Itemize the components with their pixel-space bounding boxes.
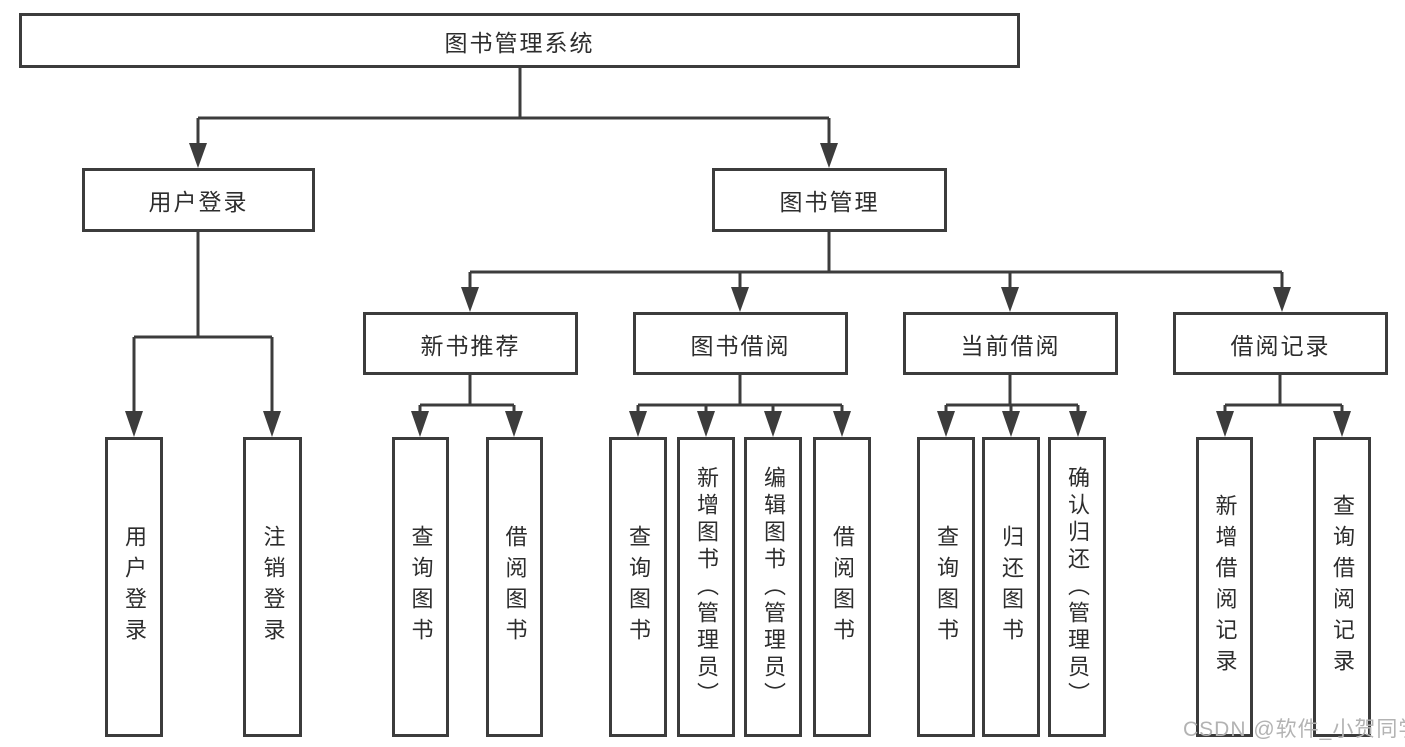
- node-book-borrow: 图书借阅: [633, 312, 848, 375]
- node-current-borrow: 当前借阅: [903, 312, 1118, 375]
- node-user-login: 用户登录: [82, 168, 315, 232]
- connector-path: [132, 68, 1344, 416]
- node-book-management: 图书管理: [712, 168, 947, 232]
- node-leaf-current-return-books: 归还图书: [982, 437, 1040, 737]
- node-leaf-borrow-edit-books-admin: 编辑图书（管理员）: [744, 437, 802, 737]
- node-leaf-newbook-borrow-books: 借阅图书: [486, 437, 543, 737]
- arrowheads: [125, 143, 1351, 437]
- node-root: 图书管理系统: [19, 13, 1020, 68]
- node-leaf-user-login: 用户登录: [105, 437, 163, 737]
- node-leaf-borrow-add-books-admin: 新增图书（管理员）: [677, 437, 735, 737]
- csdn-watermark: CSDN @软件_小贺同学: [1183, 718, 1405, 741]
- node-leaf-newbook-query-books: 查询图书: [392, 437, 449, 737]
- node-leaf-borrow-borrow-books: 借阅图书: [813, 437, 871, 737]
- node-new-book-recommend: 新书推荐: [363, 312, 578, 375]
- node-leaf-logout: 注销登录: [243, 437, 302, 737]
- node-leaf-records-query-record: 查询借阅记录: [1313, 437, 1371, 737]
- node-leaf-borrow-query-books: 查询图书: [609, 437, 667, 737]
- node-leaf-records-add-record: 新增借阅记录: [1196, 437, 1253, 737]
- node-leaf-current-query-books: 查询图书: [917, 437, 975, 737]
- node-borrow-records: 借阅记录: [1173, 312, 1388, 375]
- node-leaf-current-confirm-return-admin: 确认归还（管理员）: [1048, 437, 1106, 737]
